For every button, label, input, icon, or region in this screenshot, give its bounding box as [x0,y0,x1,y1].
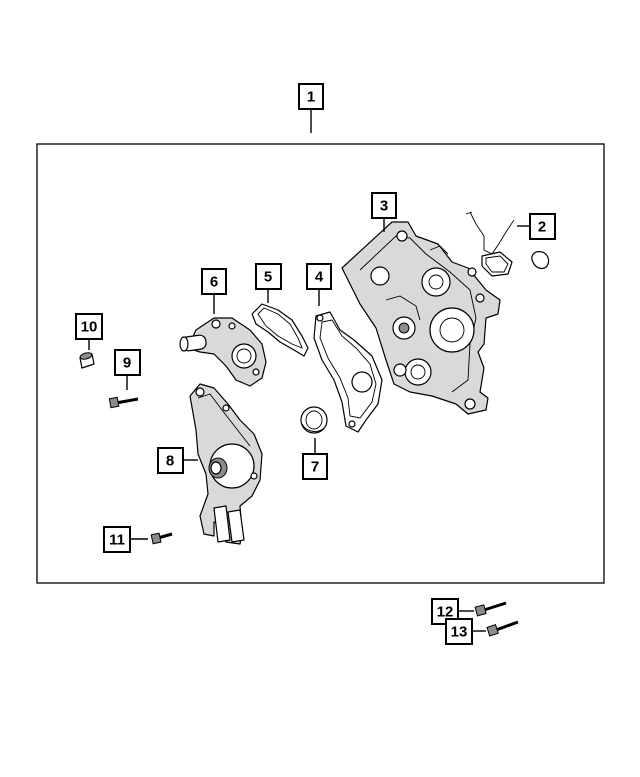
callout-2[interactable]: 2 [517,213,556,240]
callout-5-label: 5 [264,269,272,286]
callout-12[interactable]: 12 [431,598,474,625]
crankshaft-seal[interactable] [300,406,328,434]
callout-6-label: 6 [210,274,218,291]
bolt-13[interactable] [486,620,519,637]
callout-13[interactable]: 13 [445,618,486,645]
housing-gasket[interactable] [251,303,309,357]
callout-4-label: 4 [315,269,324,286]
short-bolt[interactable] [150,532,173,545]
callout-1-label: 1 [307,89,315,106]
callout-7[interactable]: 7 [302,438,328,480]
assembly-frame [36,143,605,584]
callout-2-label: 2 [538,219,546,236]
callout-3-label: 3 [380,198,388,215]
callout-6[interactable]: 6 [201,268,227,314]
callout-8-label: 8 [166,453,174,470]
dowel-plug[interactable] [79,352,95,369]
callout-7-label: 7 [311,459,319,476]
callout-9[interactable]: 9 [114,349,141,390]
callout-3[interactable]: 3 [371,192,397,232]
water-pump[interactable] [189,383,263,545]
callout-13-label: 13 [451,624,468,641]
callout-4[interactable]: 4 [306,263,332,306]
callout-10[interactable]: 10 [75,313,103,350]
callout-9-label: 9 [123,355,131,372]
callout-1[interactable]: 1 [298,83,324,133]
callout-12-label: 12 [437,604,454,621]
bolt-12[interactable] [474,601,507,617]
callout-8[interactable]: 8 [157,447,198,474]
callout-11-label: 11 [109,532,125,549]
long-bolt[interactable] [108,396,139,409]
seal-set[interactable] [465,211,550,277]
timing-cover[interactable] [341,221,501,415]
callout-10-label: 10 [81,319,98,336]
water-pump-gasket[interactable] [313,311,383,433]
callout-11[interactable]: 11 [103,526,148,553]
thermostat-housing[interactable] [179,317,267,387]
callout-5[interactable]: 5 [255,263,282,303]
